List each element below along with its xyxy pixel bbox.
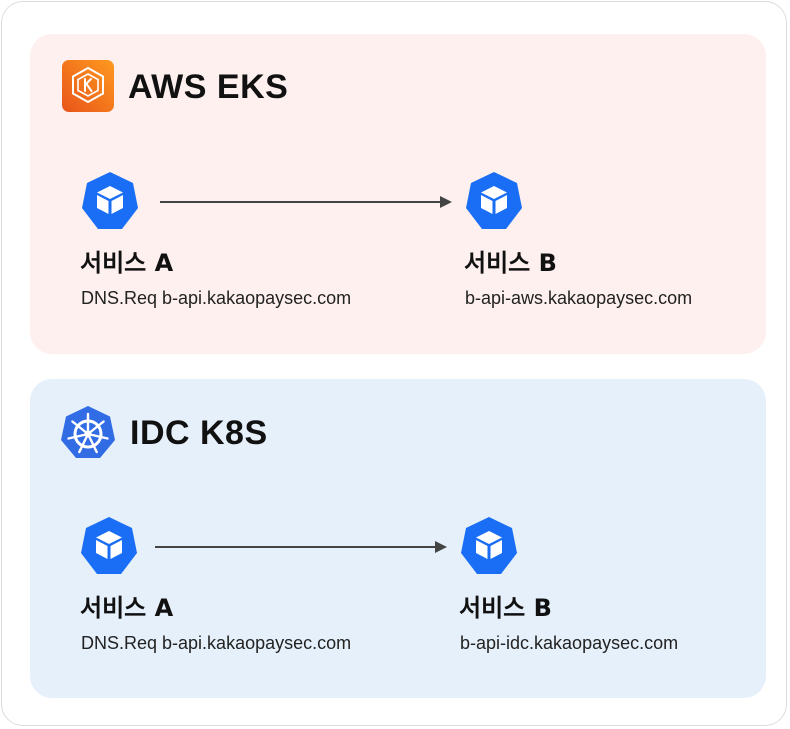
service-a-name: 서비스 A	[80, 249, 174, 277]
cube-icon	[81, 517, 137, 574]
idc-k8s-panel: IDC K8S 서비스 A DNS.Req b-api.kakaopaysec.…	[30, 379, 766, 698]
kubernetes-icon	[61, 406, 115, 458]
cube-icon	[461, 517, 517, 574]
service-b-name: 서비스 B	[464, 249, 557, 277]
cluster-title: AWS EKS	[128, 68, 289, 106]
request-arrow	[160, 196, 452, 208]
service-b-dns: b-api-idc.kakaopaysec.com	[460, 633, 679, 653]
service-b-name: 서비스 B	[459, 594, 552, 622]
aws-eks-panel: AWS EKS 서비스 A DNS.Req b-api.kakaopaysec.…	[30, 34, 766, 354]
request-arrow	[155, 541, 447, 553]
cube-icon	[82, 172, 138, 229]
service-a-dns: DNS.Req b-api.kakaopaysec.com	[81, 288, 352, 308]
service-a-dns: DNS.Req b-api.kakaopaysec.com	[81, 633, 352, 653]
cube-icon	[466, 172, 522, 229]
aws-eks-icon	[62, 60, 114, 112]
service-b-dns: b-api-aws.kakaopaysec.com	[465, 288, 693, 308]
service-a-name: 서비스 A	[80, 594, 174, 622]
cluster-title: IDC K8S	[130, 414, 268, 452]
